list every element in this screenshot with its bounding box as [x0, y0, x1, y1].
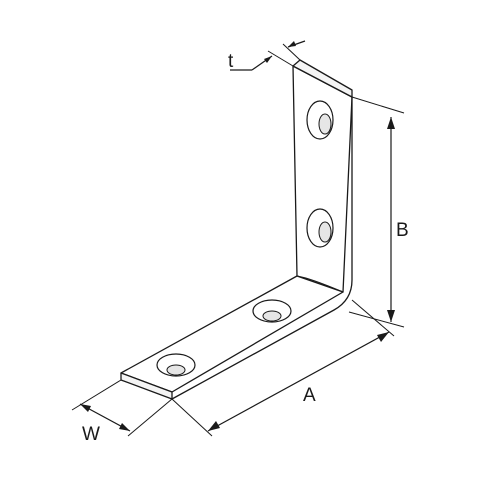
label-t: t	[228, 51, 234, 72]
bend-outer-edge	[171, 96, 353, 400]
dimension-t	[230, 40, 306, 71]
horizontal-hole-left	[156, 353, 196, 377]
label-b: B	[396, 220, 409, 241]
dimension-a	[171, 299, 395, 437]
vertical-leg-top-edge	[292, 59, 353, 98]
bend-inner-crease	[296, 275, 344, 293]
vertical-hole-lower	[306, 208, 334, 248]
horizontal-leg-face	[120, 275, 344, 393]
horizontal-hole-right	[252, 299, 292, 323]
vertical-leg-face	[292, 65, 353, 293]
label-a: A	[303, 385, 316, 406]
label-w: W	[82, 424, 100, 445]
vertical-hole-upper	[306, 100, 334, 140]
dimension-w	[71, 379, 173, 437]
dimension-b	[348, 96, 405, 328]
